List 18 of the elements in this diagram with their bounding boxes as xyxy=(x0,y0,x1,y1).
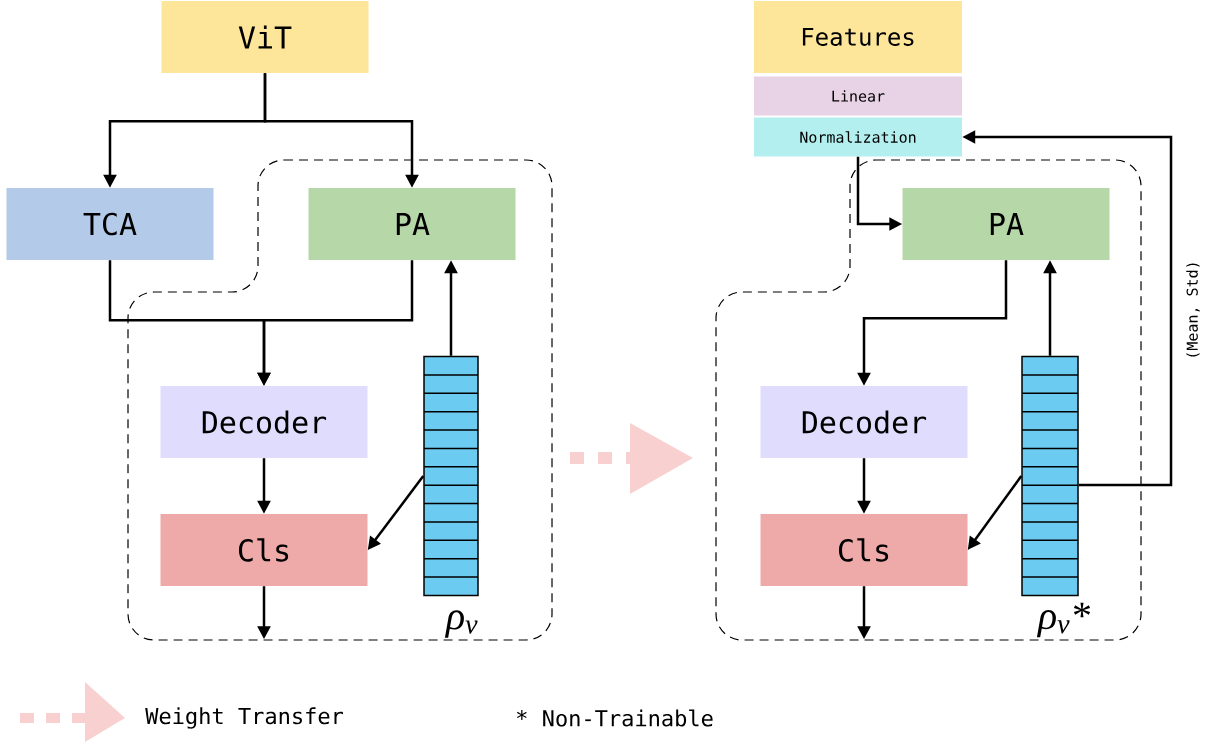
symbol-label: ρ$_{v}$* xyxy=(1036,602,1091,638)
edge-label: (Mean, Std) xyxy=(1184,258,1202,362)
memory-bank-drawing xyxy=(423,355,479,597)
module-box: Cls xyxy=(760,514,968,586)
layer-box: Normalization xyxy=(754,117,962,157)
memory-bank-drawing xyxy=(1021,355,1079,597)
module-box: TCA xyxy=(6,188,214,260)
module-box: Decoder xyxy=(760,386,968,458)
layer-box: Linear xyxy=(754,76,962,116)
module-box: PA xyxy=(308,188,516,260)
module-box: PA xyxy=(902,188,1110,260)
feature-box: Features xyxy=(754,1,962,73)
legend-text: Weight Transfer xyxy=(145,707,343,729)
symbol-label: ρ$_{v}$ xyxy=(444,610,478,638)
module-box: Cls xyxy=(160,514,368,586)
legend-text: * Non-Trainable xyxy=(517,709,713,727)
module-box: ViT xyxy=(161,1,369,73)
module-box: Decoder xyxy=(160,386,368,458)
